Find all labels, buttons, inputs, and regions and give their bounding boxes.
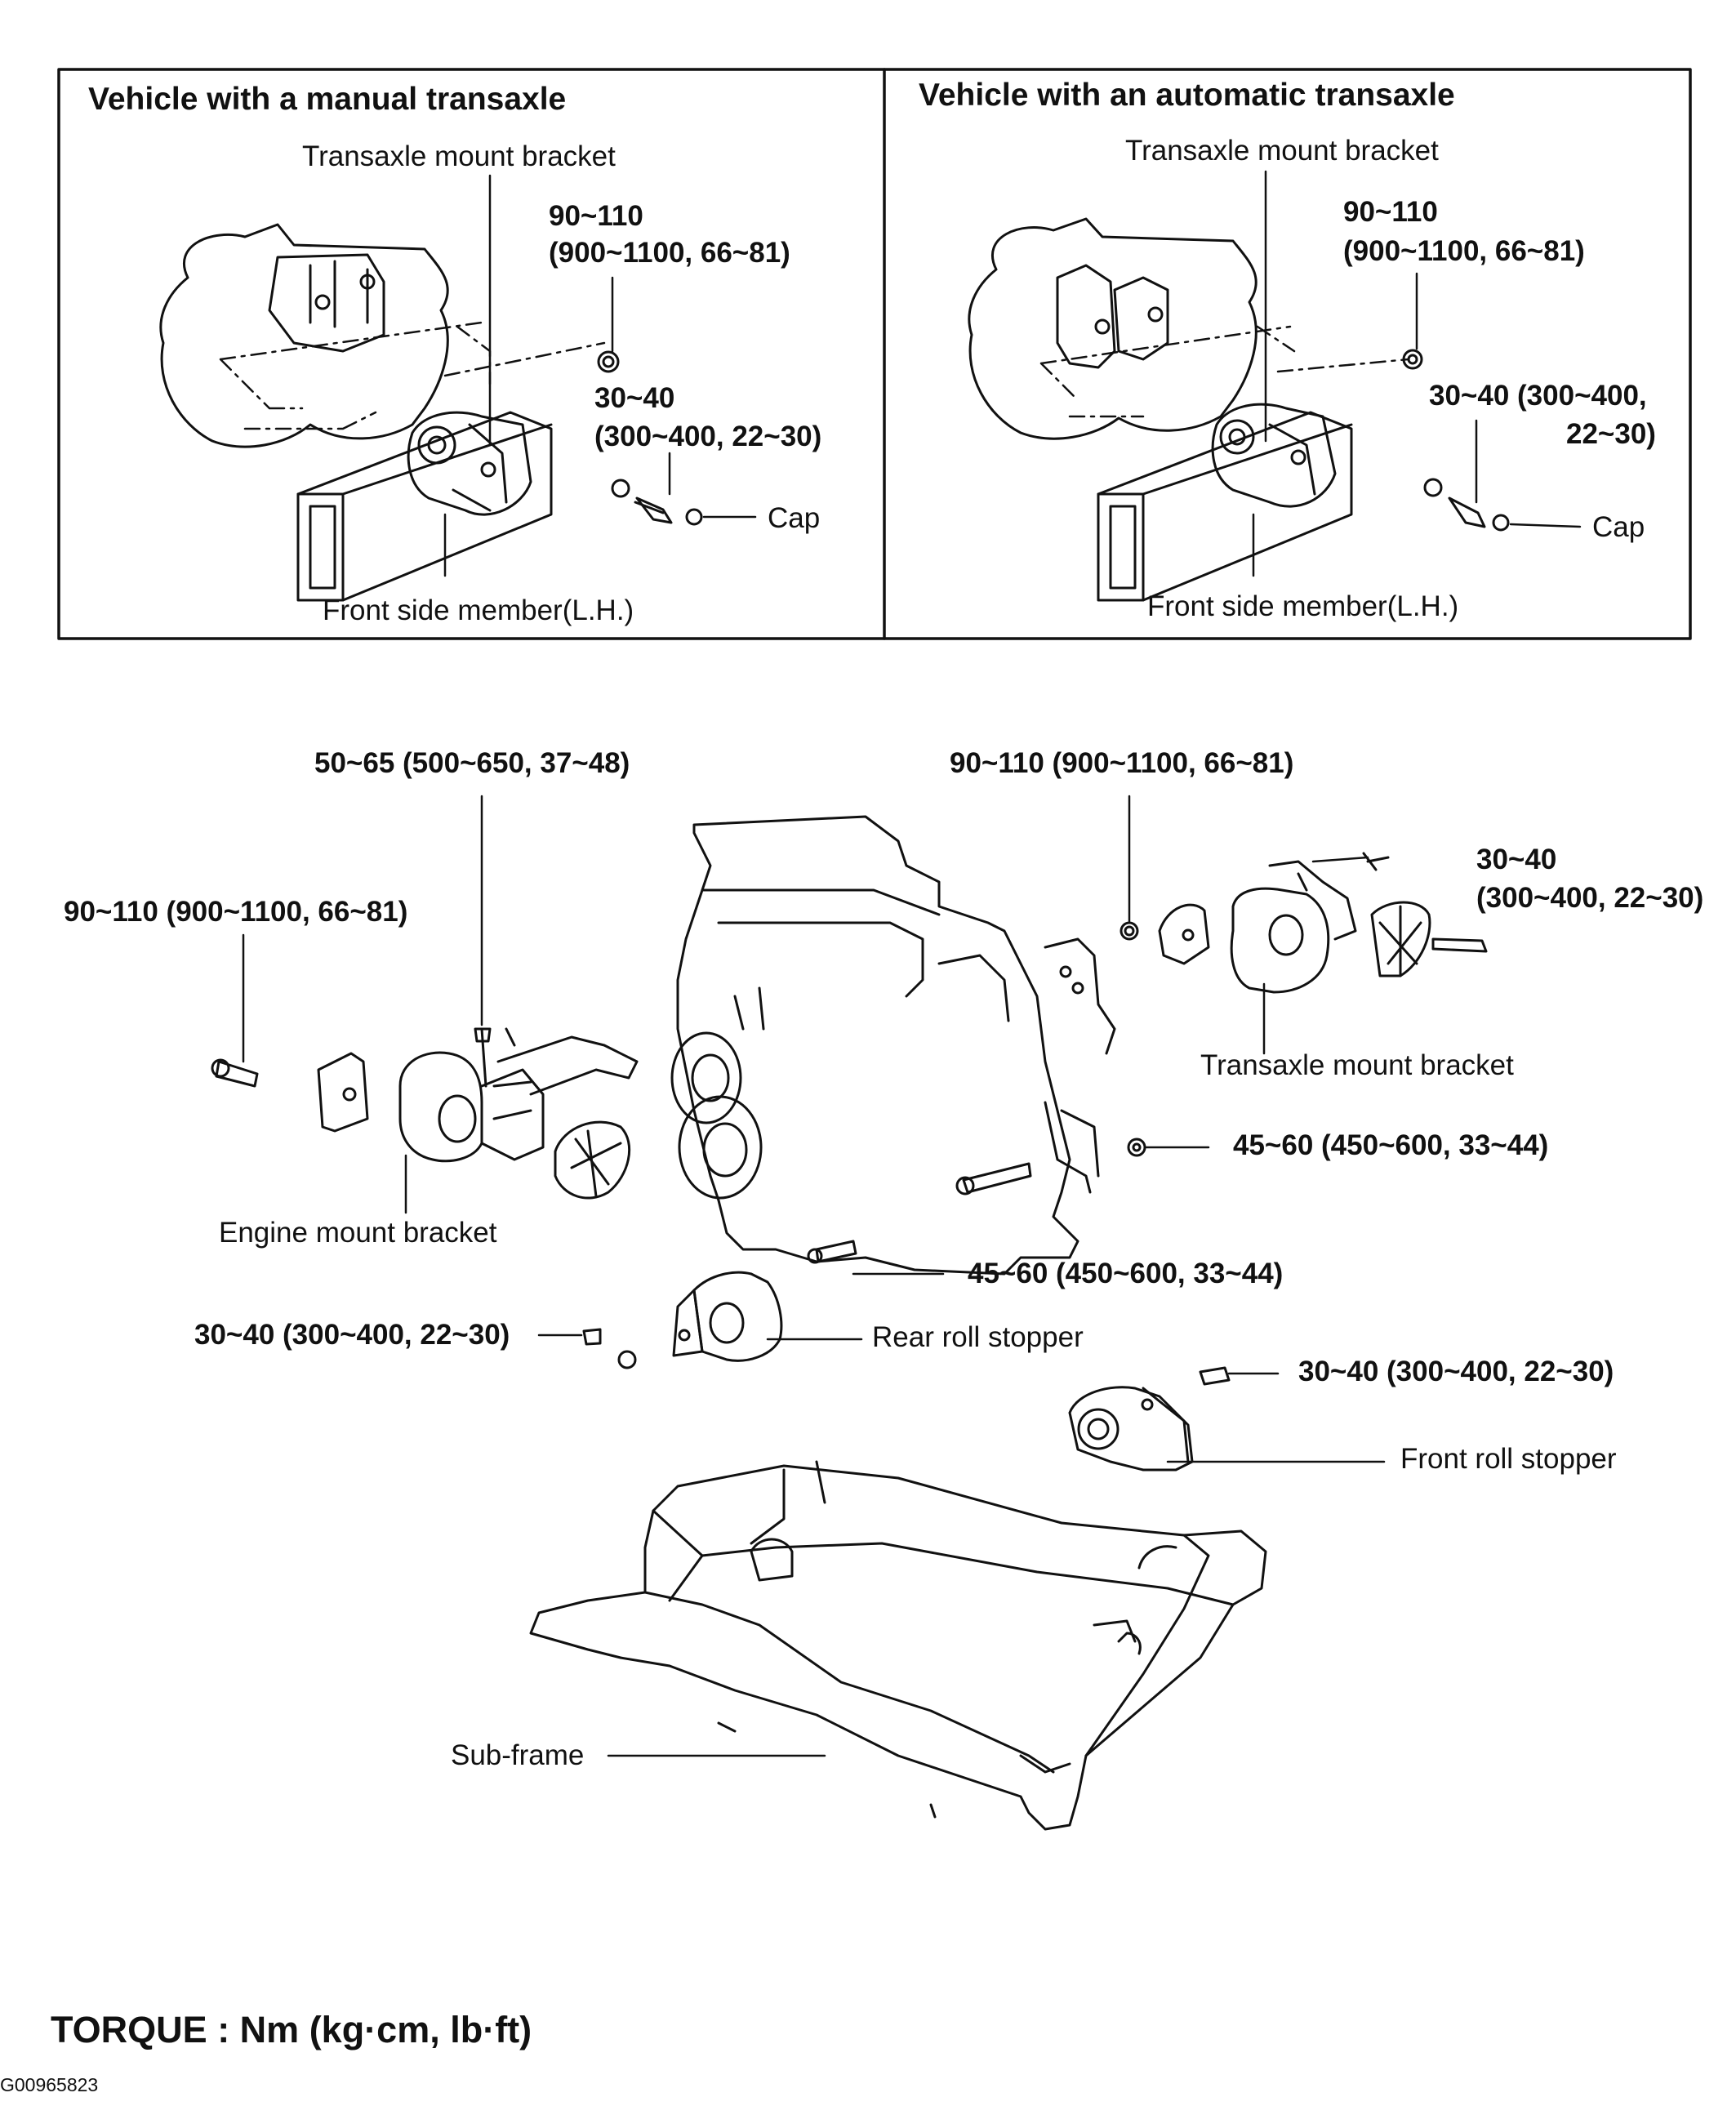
figure-code: G00965823 bbox=[0, 2074, 99, 2095]
torque-units-legend: TORQUE : Nm (kg·cm, lb·ft) bbox=[51, 2009, 532, 2050]
top-panel-frame bbox=[57, 68, 1692, 640]
automatic-bolt-torque-line1: 30~40 (300~400, bbox=[1429, 380, 1647, 412]
rear-roll-stopper bbox=[582, 1240, 857, 1369]
manual-nut-torque-line2: (900~1100, 66~81) bbox=[549, 237, 790, 269]
manual-cap-label: Cap bbox=[768, 502, 821, 534]
sub-frame-label: Sub-frame bbox=[451, 1739, 585, 1771]
manual-bolt-torque-line2: (300~400, 22~30) bbox=[594, 421, 822, 452]
automatic-bolt-torque-line2: 22~30) bbox=[1566, 418, 1656, 450]
rear-roll-stopper-label: Rear roll stopper bbox=[872, 1321, 1084, 1353]
automatic-front-side-member bbox=[1097, 411, 1353, 602]
transaxle-bolt-torque-line1: 30~40 bbox=[1476, 844, 1557, 875]
sub-frame bbox=[529, 1460, 1267, 1831]
engine-side-torque: 45~60 (450~600, 33~44) bbox=[1233, 1129, 1549, 1161]
automatic-cap-label: Cap bbox=[1592, 511, 1645, 543]
automatic-bracket-label: Transaxle mount bracket bbox=[1125, 135, 1439, 167]
manual-phantom-lines bbox=[219, 321, 606, 430]
front-stopper-torque: 30~40 (300~400, 22~30) bbox=[1298, 1356, 1614, 1387]
engine-block bbox=[676, 815, 1116, 1276]
main-leaders bbox=[242, 795, 1386, 1757]
automatic-transaxle-housing bbox=[968, 217, 1257, 440]
automatic-nut-torque-line2: (900~1100, 66~81) bbox=[1343, 235, 1585, 267]
manual-panel-title: Vehicle with a manual transaxle bbox=[88, 82, 567, 117]
front-roll-stopper bbox=[1068, 1366, 1231, 1472]
transaxle-bolt-torque-line2: (300~400, 22~30) bbox=[1476, 882, 1704, 914]
automatic-fasteners bbox=[1402, 349, 1510, 532]
automatic-panel-title: Vehicle with an automatic transaxle bbox=[919, 78, 1455, 113]
engine-bolt-torque: 90~110 (900~1100, 66~81) bbox=[64, 896, 408, 928]
manual-transaxle-housing bbox=[159, 223, 449, 448]
manual-bracket-label: Transaxle mount bracket bbox=[302, 140, 616, 172]
transaxle-mount-assembly bbox=[1119, 852, 1488, 994]
automatic-nut-torque-line1: 90~110 bbox=[1343, 196, 1438, 228]
manual-fasteners bbox=[597, 350, 703, 526]
manual-member-label: Front side member(L.H.) bbox=[323, 594, 634, 626]
engine-mount-assembly bbox=[211, 1027, 639, 1200]
transaxle-mount-bracket-label: Transaxle mount bracket bbox=[1200, 1049, 1514, 1081]
manual-mount-bracket bbox=[407, 411, 532, 516]
transaxle-nut-torque: 90~110 (900~1100, 66~81) bbox=[950, 747, 1294, 779]
rear-stopper-torque-left: 30~40 (300~400, 22~30) bbox=[194, 1319, 510, 1351]
rear-stopper-torque-top: 45~60 (450~600, 33~44) bbox=[968, 1258, 1284, 1289]
manual-bolt-torque-line1: 30~40 bbox=[594, 382, 675, 414]
manual-front-side-member bbox=[296, 411, 553, 602]
automatic-phantom-lines bbox=[1039, 325, 1410, 418]
engine-mount-bracket-label: Engine mount bracket bbox=[219, 1217, 497, 1249]
engine-pulleys bbox=[670, 1031, 763, 1200]
front-roll-stopper-label: Front roll stopper bbox=[1400, 1443, 1617, 1475]
automatic-member-label: Front side member(L.H.) bbox=[1147, 590, 1459, 622]
automatic-mount-bracket bbox=[1211, 403, 1337, 508]
manual-nut-torque-line1: 90~110 bbox=[549, 200, 643, 232]
engine-bracket-torque: 50~65 (500~650, 37~48) bbox=[314, 747, 630, 779]
engine-side-bolt bbox=[955, 1138, 1146, 1196]
